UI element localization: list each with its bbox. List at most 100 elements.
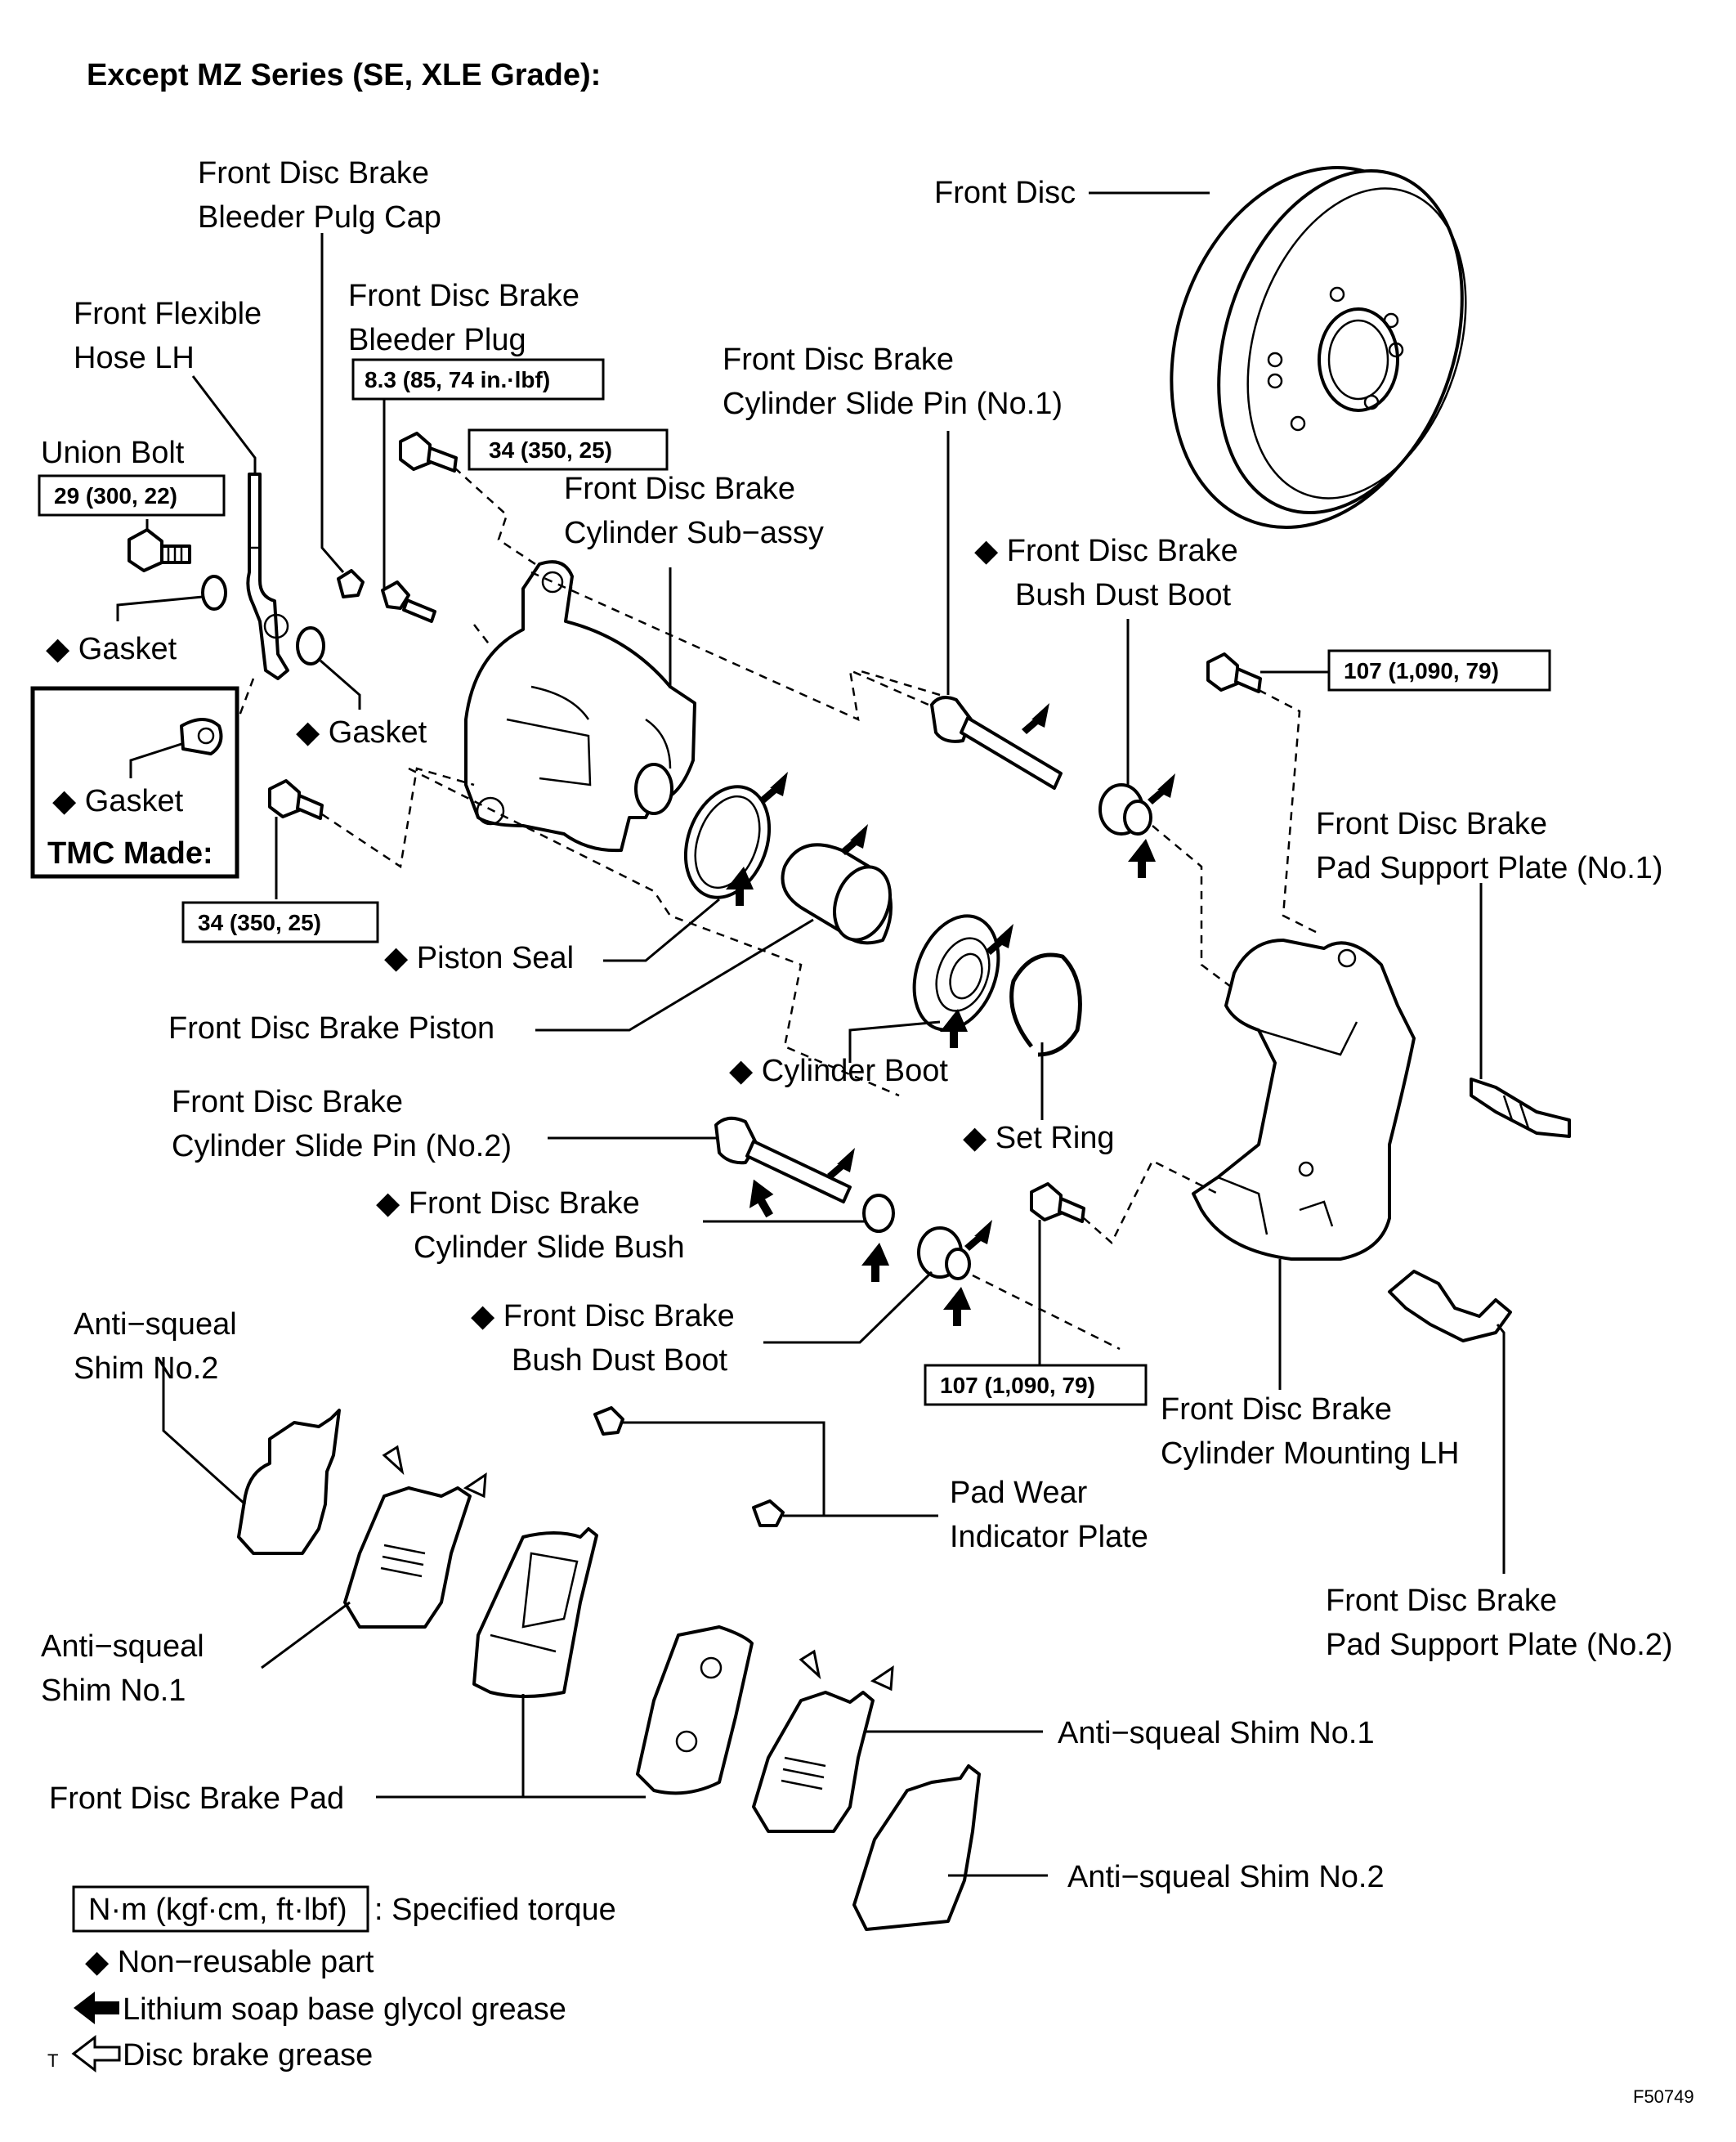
slide-bush-label-1: ◆ Front Disc Brake [376,1186,640,1221]
slide-pin-1-part [930,696,1063,790]
cal-dash-1 [530,571,982,729]
disc-grease-arrow [799,1649,821,1680]
grease-arrow [760,772,788,803]
slide-pin-1-label-1: Front Disc Brake [723,343,954,377]
flex-hose-leader [191,375,257,474]
union-bolt-label: Union Bolt [41,436,185,470]
grease-arrow [861,1243,889,1282]
torque-box-bleeder [351,358,605,401]
cylinder-subassy-label-1: Front Disc Brake [564,472,795,506]
slide-bush-part [862,1194,895,1233]
flex-hose-label-1: Front Flexible [74,297,262,331]
union-bolt-part [128,528,191,572]
grease-arrow [840,824,868,855]
pad-wear-indicator-part [593,1406,785,1527]
shim2-left-leader [162,1357,247,1506]
torque-bolt-top: 34 (350, 25) [489,437,612,463]
legend-lithium: Lithium soap base glycol grease [123,1992,566,2027]
shim1-right-label: Anti−squeal Shim No.1 [1058,1716,1375,1750]
bolt-top-part [399,432,458,473]
pad-wear-leader [623,1421,825,1517]
grease-arrow [726,867,754,906]
shim1-left-leader [261,1601,351,1669]
torque-union: 29 (300, 22) [54,483,177,509]
shim2-right-label: Anti−squeal Shim No.2 [1067,1860,1385,1894]
grease-arrow [943,1287,971,1326]
piston-seal-leader [603,898,720,962]
torque-mount-bottom: 107 (1,090, 79) [940,1373,1095,1398]
bush-boot-top-label-2: Bush Dust Boot [1015,578,1231,612]
bush-boot-bottom-label-2: Bush Dust Boot [512,1343,727,1378]
piston-label: Front Disc Brake Piston [168,1011,494,1046]
bush-boot-bottom-label-1: ◆ Front Disc Brake [471,1299,735,1333]
pad-wear-label-2: Indicator Plate [950,1520,1148,1554]
grease-arrow [940,1009,968,1048]
disc-grease-arrow [382,1445,405,1476]
slide-pin-2-label-2: Cylinder Slide Pin (No.2) [172,1129,512,1163]
pad-support-2-leader [1496,1324,1506,1574]
hose-to-tmc-dash [227,678,255,745]
slide-pin-2-label-1: Front Disc Brake [172,1085,403,1119]
slide-pin-2-part [714,1116,852,1203]
front-disc-part [1170,166,1467,529]
pad-leader [521,1694,646,1799]
disc-grease-arrow [870,1665,894,1692]
pad-support-1-label-2: Pad Support Plate (No.1) [1316,851,1663,885]
tmc-gasket-label: ◆ Gasket [52,784,184,818]
set-ring-label: ◆ Set Ring [963,1121,1115,1155]
mount-top-dash [1258,688,1317,934]
bleeder-cap-label-2: Bleeder Pulg Cap [198,200,441,235]
mount-bottom-dash [1083,1159,1219,1245]
gasket-1-leader [116,595,204,621]
front-disc-label: Front Disc [934,176,1076,210]
tmc-made-label: TMC Made: [47,836,213,871]
bush-boot-top-part [1098,783,1152,836]
shim1-left-part [343,1486,472,1629]
bleeder-plug-label-2: Bleeder Plug [348,323,526,357]
boot-top-dash [1152,825,1235,990]
grease-arrow [827,1148,855,1179]
mounting-label-1: Front Disc Brake [1161,1392,1392,1427]
brake-pad-right-part [636,1625,754,1795]
flexible-hose-part [246,473,289,680]
cylinder-boot-label: ◆ Cylinder Boot [729,1054,948,1088]
shim1-left-label-1: Anti−squeal [41,1629,204,1664]
bush-boot-bottom-part [917,1226,971,1280]
shim1-left-label-2: Shim No.1 [41,1674,186,1708]
mount-bolt-bottom-part [1030,1182,1085,1223]
torque-box-bolt-bottom [181,901,379,943]
pad-support-plate-2-part [1388,1270,1512,1342]
piston-leader [535,918,814,1032]
legend-non-reusable: ◆ Non−reusable part [85,1945,374,1979]
set-ring-part [1009,952,1082,1057]
bleeder-plug-label-1: Front Disc Brake [348,279,579,313]
gasket-2-label: ◆ Gasket [296,715,427,750]
diagram-title: Except MZ Series (SE, XLE Grade): [87,58,601,92]
torque-box-mount-top [1327,649,1551,692]
torque-box-union [38,474,226,517]
shim2-left-label-2: Shim No.2 [74,1351,218,1386]
grease-arrow [964,1220,992,1251]
flex-hose-label-2: Hose LH [74,341,195,375]
legend-disc-grease-arrow [71,2034,121,2073]
brake-pad-left-part [472,1527,598,1698]
pad-label: Front Disc Brake Pad [49,1781,344,1816]
shim1-right-part [752,1691,875,1833]
tmc-gasket-part [180,718,223,755]
bush-boot-bottom-leader [763,1270,933,1344]
pad-support-2-label-1: Front Disc Brake [1326,1584,1557,1618]
tmc-gasket-leader [129,742,182,778]
cal-dash-3 [408,767,900,1097]
pad-support-2-label-2: Pad Support Plate (No.2) [1326,1628,1673,1662]
bolt-bottom-dash [321,767,475,869]
bleeder-plug-part [381,580,436,623]
torque-bolt-bottom: 34 (350, 25) [198,910,321,935]
shim2-right-part [852,1764,981,1931]
legend-torque-unit: N·m (kgf·cm, ft·lbf) [88,1893,347,1927]
bolt-bottom-part [268,779,324,820]
mounting-label-2: Cylinder Mounting LH [1161,1436,1459,1471]
cylinder-subassy-part [464,560,696,853]
cylinder-boot-part [912,914,1000,1032]
